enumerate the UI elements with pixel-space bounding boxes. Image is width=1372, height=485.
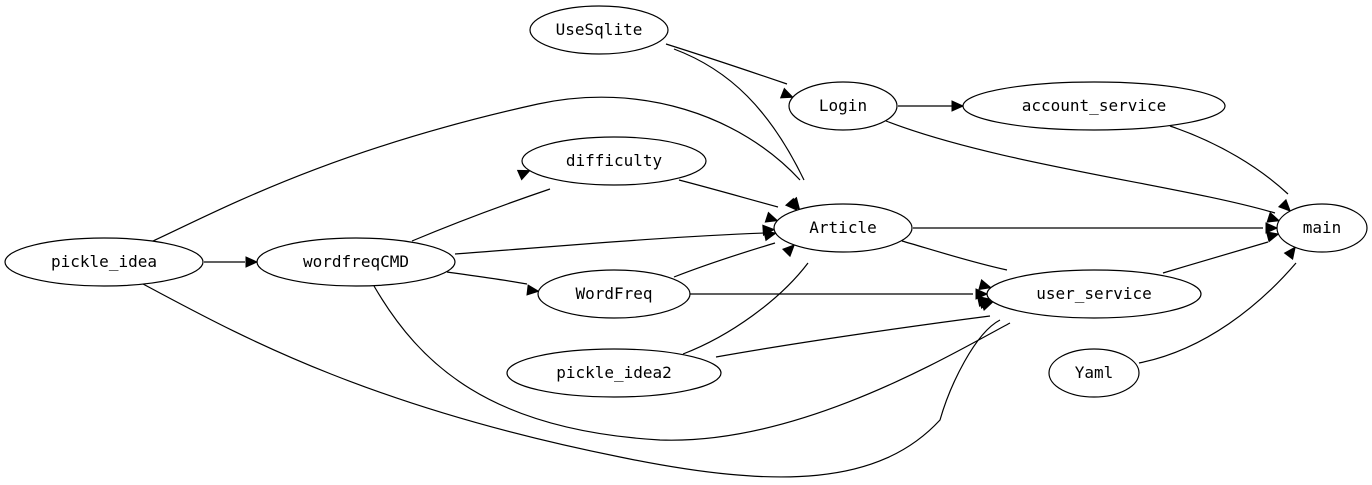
edge-use-sqlite-to-login	[665, 43, 794, 99]
node-label: pickle_idea	[51, 252, 157, 271]
edge-line	[373, 285, 1011, 441]
arrowhead	[763, 230, 777, 242]
node-login: Login	[788, 81, 898, 131]
arrowhead	[1283, 246, 1296, 260]
edge-use-sqlite-to-article	[673, 48, 805, 211]
node-ellipse	[1048, 348, 1140, 398]
arrowhead	[976, 295, 991, 307]
edge-line	[1162, 241, 1269, 274]
node-label: main	[1303, 218, 1342, 237]
node-ellipse	[773, 203, 913, 253]
edge-pickle-idea-to-article	[152, 96, 801, 242]
arrowhead	[1277, 198, 1292, 212]
node-label: wordfreqCMD	[303, 252, 409, 271]
node-ellipse	[521, 136, 707, 186]
node-yaml: Yaml	[1048, 348, 1140, 398]
arrowhead	[245, 256, 259, 268]
arrowhead	[779, 87, 794, 99]
node-word-freq: WordFreq	[537, 269, 691, 319]
edge-article-to-user-service	[901, 240, 1008, 291]
edge-line	[673, 242, 776, 278]
node-main: main	[1276, 203, 1368, 253]
edge-account-service-to-main	[1169, 125, 1292, 212]
edge-line	[454, 232, 765, 255]
node-label: Yaml	[1075, 363, 1114, 382]
edge-login-to-main	[885, 120, 1281, 223]
arrowhead	[764, 211, 779, 223]
node-ellipse	[986, 269, 1202, 319]
node-account-service: account_service	[962, 81, 1226, 131]
arrowhead	[1265, 222, 1279, 234]
edge-user-service-to-main	[1162, 231, 1280, 274]
node-ellipse	[537, 269, 691, 319]
edge-wordfreq-cmd-to-article	[454, 224, 776, 255]
node-ellipse	[4, 237, 204, 287]
arrowhead	[781, 244, 796, 258]
node-ellipse	[506, 348, 722, 398]
edge-line	[1169, 125, 1289, 195]
edge-line	[1138, 262, 1297, 364]
edge-line	[152, 96, 801, 242]
edges-layer	[142, 43, 1297, 478]
edge-wordfreq-cmd-to-difficulty	[411, 169, 551, 242]
node-wordfreq-cmd: wordfreqCMD	[256, 237, 456, 287]
edge-wordfreq-cmd-to-word-freq	[446, 271, 540, 296]
edge-line	[446, 271, 528, 285]
edge-word-freq-to-user-service	[690, 288, 989, 300]
node-ellipse	[788, 81, 898, 131]
node-pickle-idea2: pickle_idea2	[506, 348, 722, 398]
edge-line	[715, 315, 991, 358]
node-ellipse	[1276, 203, 1368, 253]
node-ellipse	[962, 81, 1226, 131]
edge-word-freq-to-article	[673, 230, 777, 278]
node-label: UseSqlite	[556, 20, 643, 39]
edge-yaml-to-main	[1138, 246, 1297, 364]
node-label: pickle_idea2	[556, 363, 672, 382]
arrowhead	[1266, 211, 1281, 223]
edge-line	[682, 262, 809, 355]
arrowhead	[951, 100, 965, 112]
edge-line	[678, 179, 779, 208]
arrowhead	[526, 284, 540, 296]
edge-pickle-idea-to-wordfreq-cmd	[204, 256, 259, 268]
node-pickle-idea: pickle_idea	[4, 237, 204, 287]
edge-line	[142, 283, 1001, 478]
node-use-sqlite: UseSqlite	[529, 5, 669, 55]
node-label: WordFreq	[575, 284, 652, 303]
edge-line	[901, 240, 1008, 271]
edge-line	[673, 48, 805, 181]
node-article: Article	[773, 203, 913, 253]
node-label: account_service	[1022, 96, 1167, 115]
edge-pickle-idea2-to-user-service	[715, 295, 991, 358]
edge-pickle-idea2-to-article	[682, 244, 809, 355]
node-difficulty: difficulty	[521, 136, 707, 186]
node-label: difficulty	[566, 151, 663, 170]
node-ellipse	[529, 5, 669, 55]
node-label: Article	[809, 218, 876, 237]
edge-login-to-account-service	[898, 100, 965, 112]
arrowhead	[784, 197, 798, 212]
edge-line	[411, 188, 551, 242]
edge-line	[665, 43, 788, 85]
edge-article-to-main	[913, 222, 1279, 234]
arrowhead	[978, 278, 993, 291]
arrowhead	[1265, 231, 1280, 243]
node-label: user_service	[1036, 284, 1152, 303]
node-user-service: user_service	[986, 269, 1202, 319]
arrowhead	[516, 169, 531, 181]
edge-difficulty-to-article	[678, 179, 779, 223]
edge-line	[885, 120, 1276, 214]
node-label: Login	[819, 96, 867, 115]
node-ellipse	[256, 237, 456, 287]
